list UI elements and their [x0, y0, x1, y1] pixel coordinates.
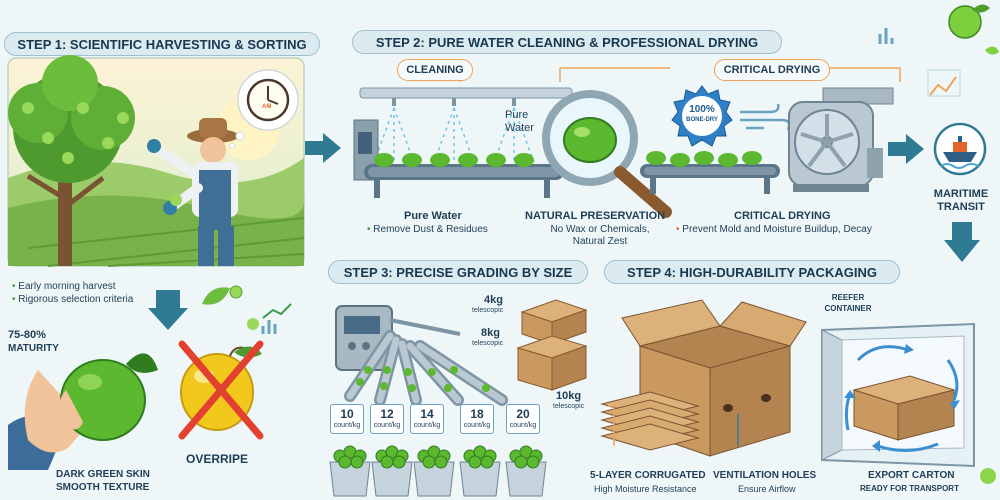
- step4-title: STEP 4: HIGH-DURABILITY PACKAGING: [604, 260, 900, 284]
- pure-water-note-line2: Water: [505, 122, 534, 134]
- col2-line1: No Wax or Chemicals,: [550, 224, 650, 235]
- grading-machine: [335, 305, 508, 406]
- reefer-container: [821, 322, 975, 468]
- step2-title: STEP 2: PURE WATER CLEANING & PROFESSION…: [352, 30, 782, 54]
- carton-title: EXPORT CARTON: [868, 470, 955, 481]
- fan-dryer: [788, 87, 894, 192]
- lime-in-hand: [8, 353, 158, 470]
- transit-line2: TRANSIT: [937, 201, 985, 213]
- lime-bucket: [329, 445, 371, 497]
- col1-title: Pure Water: [404, 210, 462, 222]
- vent-title: VENTILATION HOLES: [713, 470, 817, 481]
- count-unit: count/kg: [463, 422, 491, 429]
- count-value: 14: [420, 407, 434, 421]
- dry-badge: [671, 85, 733, 147]
- box-8kg-label: 8kg: [481, 327, 500, 339]
- count-unit: count/kg: [373, 422, 401, 429]
- box-10kg-label: 10kg: [556, 390, 582, 402]
- critical-drying-label: CRITICAL DRYING: [714, 59, 830, 81]
- box-4kg-label: 4kg: [484, 294, 503, 306]
- badge-percent: 100%: [689, 104, 715, 115]
- transit-line1: MARITIME: [933, 188, 989, 200]
- count-value: 20: [516, 407, 530, 421]
- corrugated-title: 5-LAYER CORRUGATED: [590, 470, 706, 481]
- box-10kg-type: telescopic: [553, 403, 585, 410]
- lime-buckets: [329, 445, 547, 497]
- mini-chart-icon: [247, 303, 292, 334]
- count-unit: count/kg: [333, 422, 361, 429]
- down-arrow-icon: [148, 290, 188, 330]
- drying-conveyor: [640, 151, 780, 194]
- lime-bucket: [371, 445, 413, 497]
- lime-leaf-icon: [202, 285, 243, 305]
- vent-text: Ensure Airflow: [738, 484, 796, 494]
- corrugated-text: High Moisture Resistance: [594, 484, 697, 494]
- good-lime-line2: SMOOTH TEXTURE: [56, 482, 150, 493]
- count-value: 10: [340, 407, 354, 421]
- count-unit: count/kg: [413, 422, 441, 429]
- step1-title: STEP 1: SCIENTIFIC HARVESTING & SORTING: [4, 32, 320, 56]
- maturity-label: MATURITY: [8, 343, 59, 354]
- right-arrow-icon-2: [888, 134, 924, 164]
- col1-text: Remove Dust & Residues: [367, 224, 488, 236]
- reefer-line1: REEFER: [831, 293, 865, 302]
- cleaning-label: CLEANING: [397, 59, 473, 81]
- col3-title: CRITICAL DRYING: [734, 210, 831, 222]
- col3-text: Prevent Mold and Moisture Buildup, Decay: [676, 224, 872, 236]
- clock-label: AM: [262, 104, 272, 110]
- ship-icon: [933, 122, 987, 176]
- count-value: 18: [470, 407, 484, 421]
- down-arrow-icon-2: [944, 222, 980, 262]
- maturity-percent: 75-80%: [8, 329, 46, 341]
- lime-bucket: [413, 445, 455, 497]
- reject-cross-icon: [178, 340, 264, 440]
- good-lime-line1: DARK GREEN SKIN: [56, 469, 150, 480]
- washing-conveyor: [353, 87, 573, 198]
- lime-bucket: [505, 445, 547, 497]
- carton-text: READY FOR TRANSPORT: [860, 484, 959, 493]
- pure-water-note-line1: Pure: [505, 109, 529, 121]
- orchard-scene: [7, 55, 305, 267]
- harvest-bullet-2: Rigorous selection criteria: [12, 294, 133, 306]
- lime-bucket: [459, 445, 501, 497]
- step3-title: STEP 3: PRECISE GRADING BY SIZE: [328, 260, 588, 284]
- box-4kg-type: telescopic: [472, 307, 504, 314]
- magnifier-icon: [542, 90, 672, 218]
- badge-text: BONE-DRY: [686, 117, 718, 123]
- reefer-line2: CONTAINER: [824, 304, 872, 313]
- col2-line2: Natural Zest: [572, 236, 628, 247]
- col2-title: NATURAL PRESERVATION: [525, 210, 666, 222]
- open-carton: [600, 299, 807, 457]
- overripe-label: OVERRIPE: [186, 452, 249, 466]
- telescopic-boxes: [516, 299, 588, 391]
- box-8kg-type: telescopic: [472, 340, 504, 347]
- count-unit: count/kg: [509, 422, 537, 429]
- count-value: 12: [380, 407, 394, 421]
- right-arrow-icon: [305, 133, 341, 163]
- harvest-bullet-1: Early morning harvest: [12, 281, 115, 293]
